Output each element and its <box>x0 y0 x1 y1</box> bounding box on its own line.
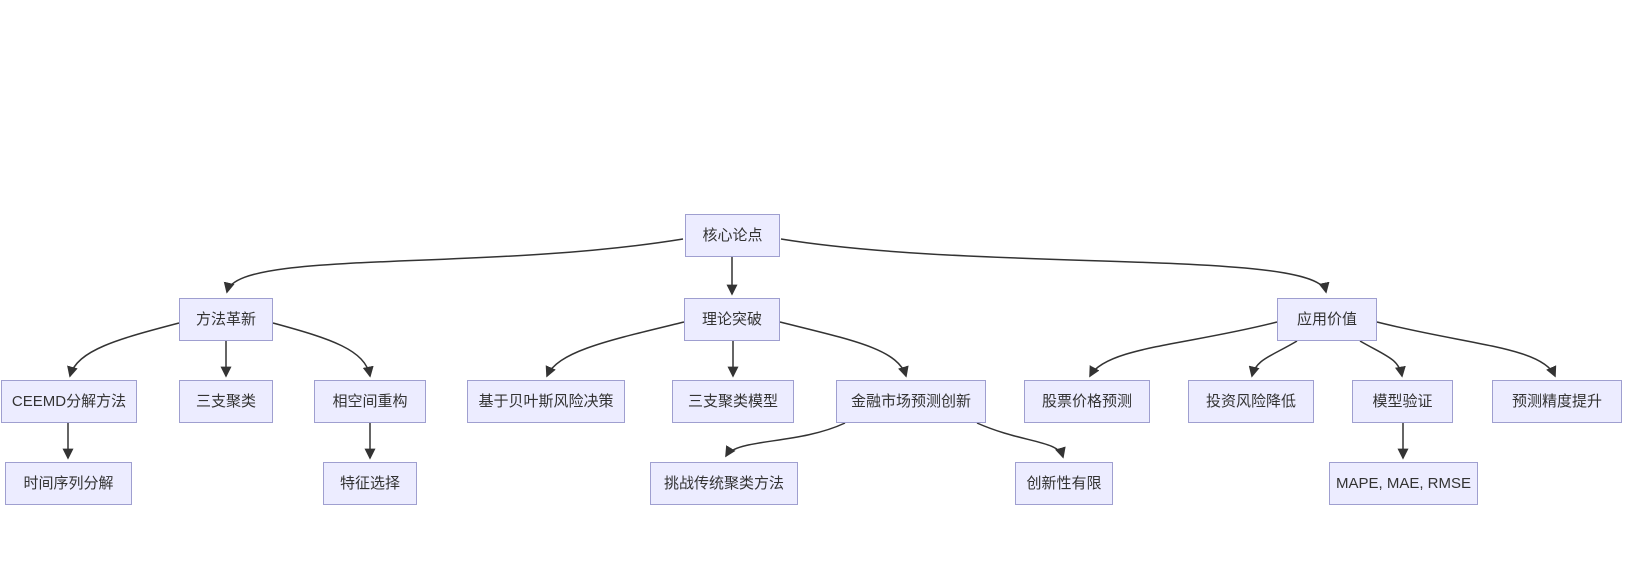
edge-core-to-application <box>780 238 1330 294</box>
node-stock-price-forecast: 股票价格预测 <box>1024 380 1150 423</box>
edge-application-to-accuracy <box>1376 321 1557 378</box>
edge-theory-to-financeinnovation <box>779 321 909 378</box>
node-ceemd-decomposition: CEEMD分解方法 <box>1 380 137 423</box>
edge-application-to-validation <box>1359 340 1406 378</box>
node-feature-selection: 特征选择 <box>323 462 417 505</box>
edge-theory-to-bayes <box>545 321 685 378</box>
edge-method-to-phasespace <box>272 322 374 378</box>
node-three-way-clustering-model: 三支聚类模型 <box>672 380 794 423</box>
node-forecast-accuracy-improvement: 预测精度提升 <box>1492 380 1622 423</box>
edge-application-to-risk <box>1248 340 1298 378</box>
node-time-series-decomposition: 时间序列分解 <box>5 462 132 505</box>
node-investment-risk-reduction: 投资风险降低 <box>1188 380 1314 423</box>
node-financial-market-forecast-innovation: 金融市场预测创新 <box>836 380 986 423</box>
edge-finance-to-limitednovelty <box>976 422 1066 459</box>
node-phase-space-reconstruction: 相空间重构 <box>314 380 426 423</box>
node-application-value: 应用价值 <box>1277 298 1377 341</box>
edge-application-to-stock <box>1089 321 1278 378</box>
node-method-innovation: 方法革新 <box>179 298 273 341</box>
node-core-thesis: 核心论点 <box>685 214 780 257</box>
edge-core-to-method <box>223 238 684 294</box>
node-limited-novelty: 创新性有限 <box>1015 462 1113 505</box>
node-theory-breakthrough: 理论突破 <box>684 298 780 341</box>
edge-method-to-ceemd <box>67 322 180 378</box>
node-metrics: MAPE, MAE, RMSE <box>1329 462 1478 505</box>
node-challenge-traditional-clustering: 挑战传统聚类方法 <box>650 462 798 505</box>
edge-finance-to-challenge <box>725 422 846 458</box>
node-three-way-clustering: 三支聚类 <box>179 380 273 423</box>
node-bayesian-risk-decision: 基于贝叶斯风险决策 <box>467 380 625 423</box>
node-model-validation: 模型验证 <box>1352 380 1453 423</box>
